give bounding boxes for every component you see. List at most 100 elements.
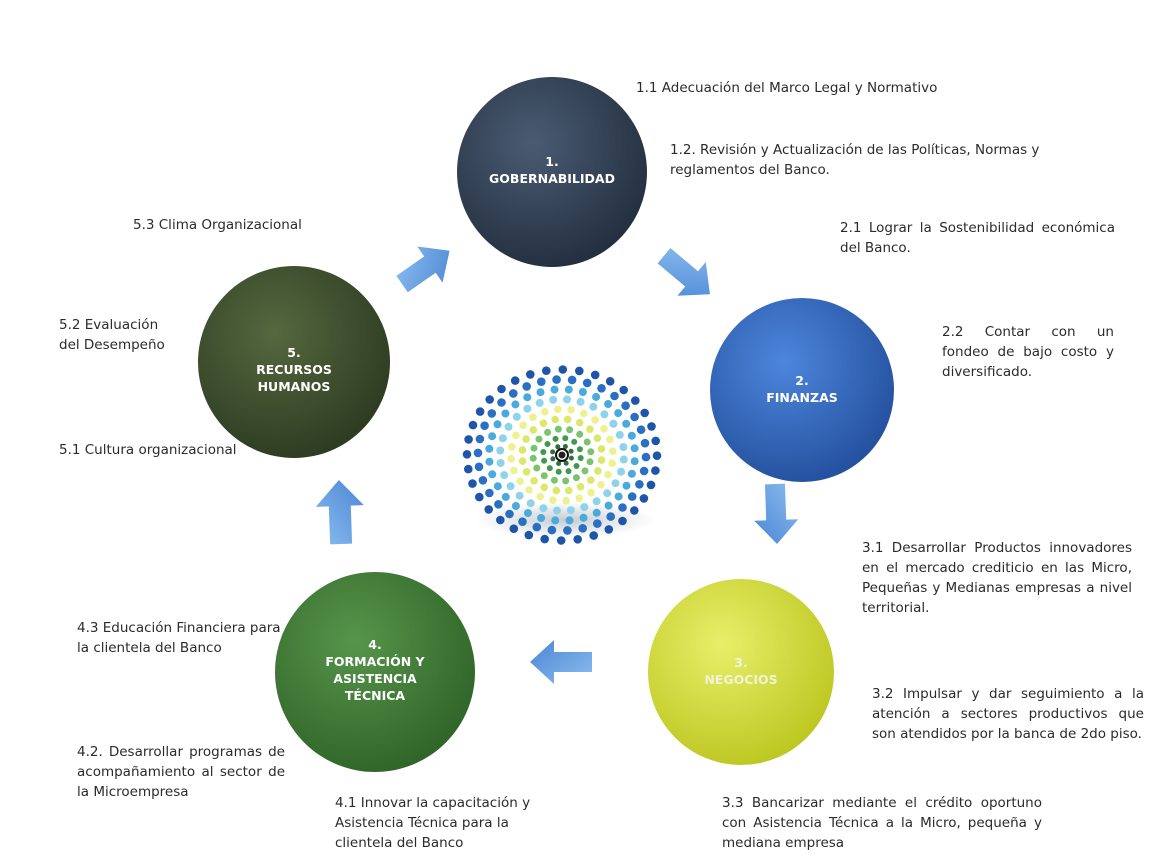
node-circle-formacion [275,572,475,772]
mosaic-dot [532,522,542,532]
mosaic-dot [567,406,575,414]
mosaic-dot [652,451,662,461]
mosaic-dot [580,503,589,512]
mosaic-dot [600,410,609,419]
mosaic-dot [550,449,556,455]
mosaic-dot [647,422,656,431]
arrow-icon [315,480,364,545]
mosaic-dot [544,428,552,436]
mosaic-dot [522,435,530,443]
mosaic-dot [615,430,624,439]
mosaic-dot [597,480,605,489]
mosaic-dot [535,398,544,407]
mosaic-dot [604,400,613,408]
mosaic-dot [478,476,488,485]
mosaic-dot [639,494,649,503]
mosaic-dot [575,366,584,376]
mosaic-dot [576,446,583,453]
mosaic-dot [540,483,549,492]
note-1-1: 1.1 Adecuación del Marco Legal y Normati… [636,80,938,96]
mosaic-center [555,448,569,462]
mosaic-dot [500,471,509,480]
mosaic-dot [572,474,580,482]
mosaic-dot [485,444,494,453]
mosaic-dot [497,384,506,394]
mosaic-dot [594,467,602,475]
node-circle-negocios [648,579,834,765]
mosaic-dot [618,503,627,512]
mosaic-dot [509,524,519,533]
mosaic-dot [522,468,531,476]
mosaic-dot [496,515,505,525]
mosaic-dot [573,463,580,469]
mosaic-dot [565,516,574,525]
mosaic-dot [575,418,584,427]
mosaic-dot [485,457,494,466]
mosaic-dot [539,504,548,513]
mosaic-dot [536,388,545,397]
mosaic-dot [554,425,562,433]
mosaic-dot [621,401,630,411]
mosaic-dot [496,459,505,467]
mosaic-dot [565,486,573,495]
mosaic-dot [485,395,495,404]
node-label-gobernabilidad: 1. GOBERNABILIDAD [489,154,615,186]
mosaic-dot [518,457,527,465]
mosaic-dot [523,509,532,518]
mosaic-dot [540,472,548,480]
mosaic-dot [562,477,570,485]
mosaic-dot [589,402,598,411]
mosaic-dot [555,468,562,475]
mosaic-dot [630,444,639,453]
mosaic-dot [551,415,559,424]
mosaic-dot [576,397,585,406]
mosaic-dot [564,385,573,394]
mosaic-dot [568,448,574,454]
mosaic-dot [617,467,626,476]
mosaic-dot [506,482,515,491]
mosaic-dot [597,456,606,464]
mosaic-dot [586,458,594,466]
mosaic-dot [630,506,639,515]
node-circle-finanzas [710,298,894,482]
mosaic-dot [563,395,571,404]
mosaic-dot [523,393,532,402]
mosaic-dot [627,431,636,440]
mosaic-dot [515,491,524,500]
mosaic-dot [578,388,587,396]
mosaic-dot [550,456,556,462]
mosaic-dot [552,435,559,442]
center-mosaic-logo [462,365,662,545]
mosaic-dot [537,377,546,387]
mosaic-dot [540,449,547,455]
mosaic-dot [577,455,584,461]
mosaic-dot [549,395,558,404]
mosaic-dot [488,432,497,441]
note-5-3: 5.3 Clima Organizacional [133,217,302,233]
note-3-1: 3.1 Desarrollar Productos innovadores en… [862,540,1132,616]
mosaic-dot [556,536,566,545]
mosaic-dot [464,464,473,474]
mosaic-dot [566,506,575,515]
mosaic-dot [587,488,595,497]
mosaic-dot [590,370,600,380]
mosaic-dot [591,416,599,424]
mosaic-dot [464,435,473,444]
mosaic-dot [563,460,569,466]
mosaic-dot [512,412,521,421]
mosaic-dot [501,492,510,501]
arrow-icon [754,483,799,544]
mosaic-dot [505,509,514,519]
mosaic-dot [541,408,549,416]
mosaic-dot [549,496,557,505]
mosaic-dot [562,435,569,442]
mosaic-dot [592,497,601,506]
mosaic-dot [641,452,651,462]
mosaic-dot [552,375,561,384]
mosaic-dot [553,506,561,515]
mosaic-dot [547,525,557,535]
mosaic-dot [563,415,572,424]
mosaic-dot [535,435,543,443]
mosaic-dot [480,421,489,431]
mosaic-dot [475,407,485,416]
